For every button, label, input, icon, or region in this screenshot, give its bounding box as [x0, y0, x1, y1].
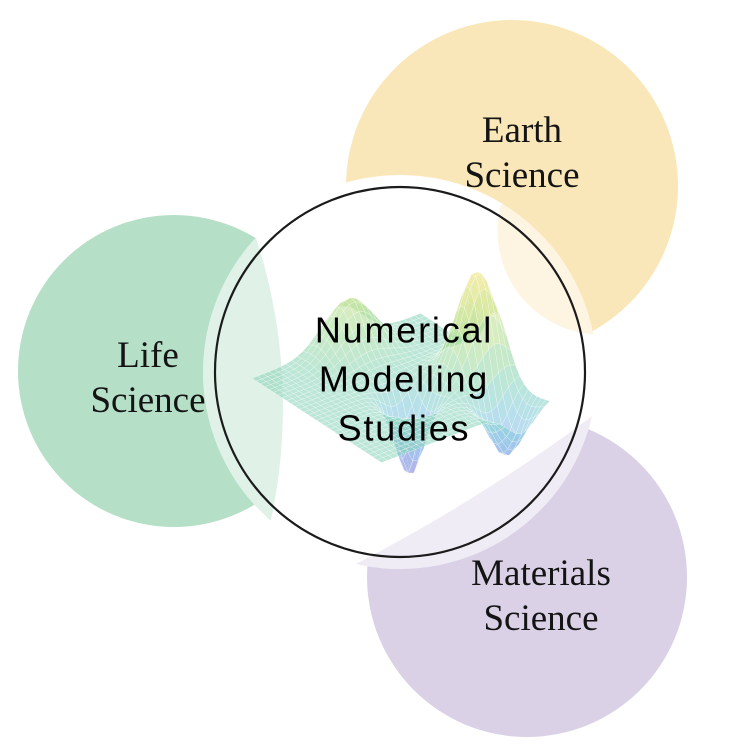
rim-crescent-bands [202, 203, 594, 570]
center-title-line: Numerical [314, 309, 494, 351]
surface-plot [251, 271, 551, 474]
label-line: Earth [481, 110, 563, 151]
materials-science-rim-band [355, 416, 592, 570]
label-life-science: Life Science [90, 333, 205, 423]
center-ring-circle [213, 185, 587, 559]
life-science-circle [18, 215, 330, 527]
label-line: Life [117, 335, 179, 376]
center-title-line: Modelling [318, 358, 490, 400]
earth-science-circle [346, 20, 678, 352]
label-line: Science [464, 155, 580, 196]
label-earth-science: Earth Science [464, 108, 579, 198]
label-line: Science [90, 380, 206, 421]
label-materials-science: Materials Science [471, 551, 611, 641]
earth-science-rim-band [497, 203, 594, 335]
center-title: Numerical Modelling Studies [315, 306, 493, 453]
center-title-line: Studies [337, 407, 471, 449]
materials-science-circle [367, 417, 687, 737]
label-line: Science [483, 598, 599, 639]
label-line: Materials [471, 553, 611, 594]
life-science-rim-band [202, 237, 283, 521]
